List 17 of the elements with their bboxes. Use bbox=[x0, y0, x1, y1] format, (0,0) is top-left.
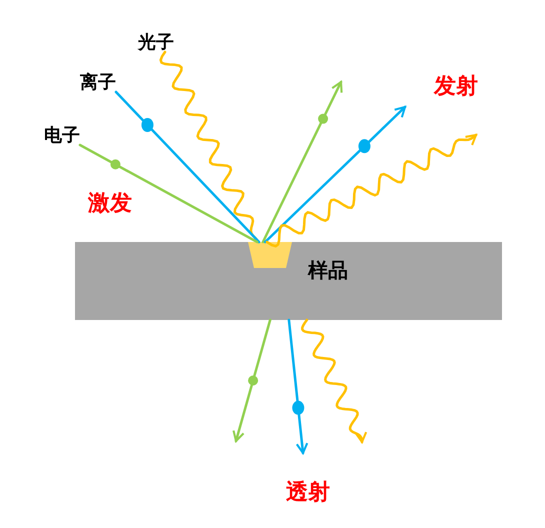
arrow bbox=[232, 318, 272, 442]
particle-label: 光子 bbox=[138, 34, 174, 52]
arrow bbox=[114, 90, 260, 244]
particle-label: 离子 bbox=[80, 74, 116, 92]
arrow bbox=[262, 80, 343, 244]
wavy-arrow bbox=[301, 318, 368, 444]
sample-label: 样品 bbox=[308, 260, 348, 280]
sample-slab bbox=[75, 242, 502, 320]
process-label: 透射 bbox=[286, 482, 330, 504]
arrow bbox=[264, 106, 406, 244]
process-label: 激发 bbox=[88, 193, 132, 215]
wavy-arrow bbox=[266, 134, 478, 248]
process-label: 发射 bbox=[434, 76, 478, 98]
arrow bbox=[78, 144, 258, 244]
arrow bbox=[288, 318, 308, 454]
interaction-volume bbox=[248, 242, 292, 268]
particle-label: 电子 bbox=[44, 127, 80, 145]
